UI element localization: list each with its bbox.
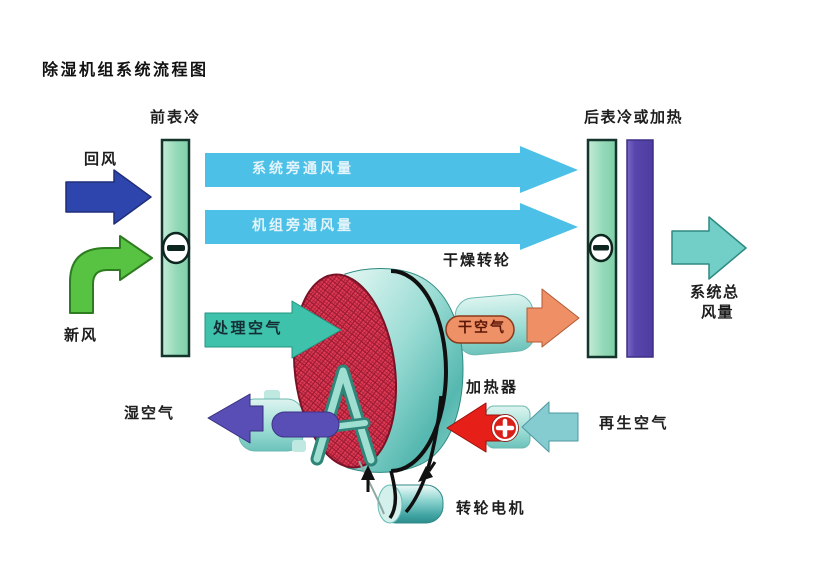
system-total-arrow (671, 216, 747, 280)
return-air-label: 回风 (84, 152, 119, 168)
front-coil-label: 前表冷 (150, 110, 202, 126)
process-air-arrow (204, 300, 342, 359)
return-air-arrow (65, 169, 152, 225)
wet-air-pill (271, 411, 340, 438)
system-total-label-line2: 风量 (701, 305, 735, 321)
system-bypass-label: 系统旁通风量 (252, 162, 354, 177)
dry-air-label: 干空气 (458, 321, 506, 336)
dry-air-arrow (526, 288, 580, 348)
process-air-label: 处理空气 (213, 321, 284, 337)
front-coil-valve-icon (161, 231, 191, 265)
unit-bypass-label: 机组旁通风量 (252, 219, 354, 234)
regen-air-arrow (521, 401, 579, 453)
unit-bypass-arrow (205, 203, 578, 250)
belt-strand-right (404, 395, 443, 514)
rear-coil-valve-icon (588, 233, 614, 263)
rear-coil-label: 后表冷或加热 (584, 110, 684, 126)
wet-air-arrow (207, 393, 264, 444)
drying-wheel-label: 干燥转轮 (443, 253, 512, 269)
wet-air-label: 湿空气 (124, 406, 176, 422)
wheel-belt (390, 269, 448, 473)
belt-front-edge (358, 460, 385, 515)
heater-plus-icon (491, 414, 519, 442)
rotation-arrow-down-icon (418, 461, 437, 482)
page-title: 除湿机组系统流程图 (42, 62, 209, 79)
heater-label: 加热器 (466, 380, 519, 396)
system-bypass-arrow (205, 146, 578, 193)
rotation-arrow-up-icon (361, 465, 375, 492)
wheel-motor-label: 转轮电机 (456, 501, 527, 517)
belt-strand-left (388, 470, 398, 519)
fresh-air-arrow (69, 235, 153, 314)
regen-air-label: 再生空气 (599, 416, 670, 432)
dry-air-pill (445, 315, 515, 344)
heat-bar (626, 139, 654, 358)
fresh-air-label: 新风 (64, 328, 99, 344)
system-total-label-line1: 系统总 (690, 285, 740, 301)
